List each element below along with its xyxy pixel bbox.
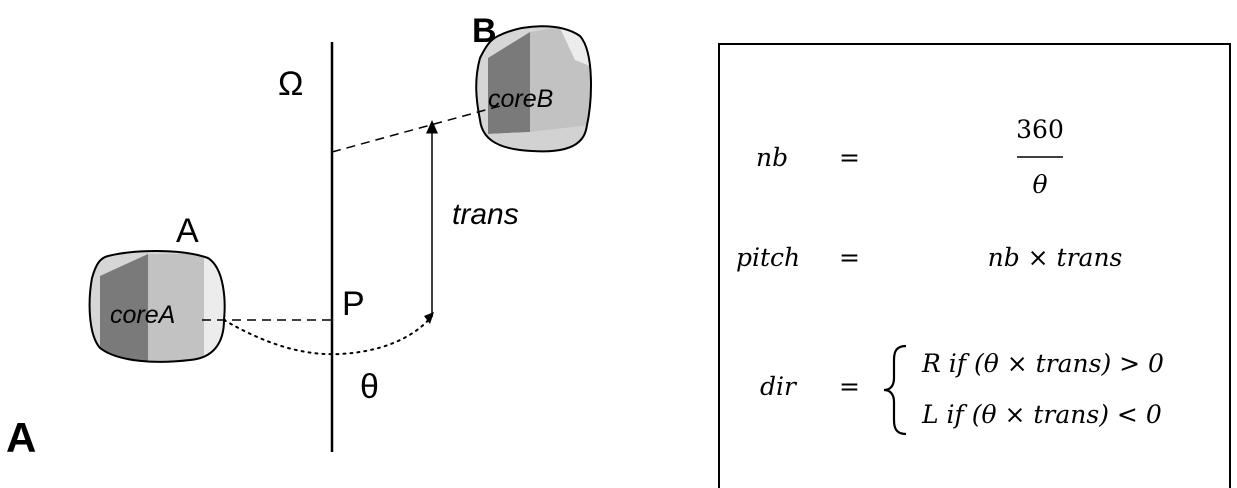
b-dashed-connector (331, 105, 501, 153)
eq-pitch-rhs: nb × trans (988, 243, 1123, 272)
eq-nb-lhs: nb (756, 143, 788, 172)
core-b-label: coreB (488, 85, 553, 113)
eq-dir-equals: = (839, 372, 860, 401)
theta-label: θ (360, 368, 379, 406)
block-a: coreA (88, 250, 226, 363)
equation-box-border (718, 43, 1231, 488)
block-a-label: A (176, 212, 199, 250)
rotation-arc-head (424, 312, 434, 324)
omega-label: Ω (278, 65, 303, 103)
eq-nb-numerator: 360 (1016, 115, 1064, 144)
core-a-label: coreA (110, 301, 175, 329)
eq-dir-case-right: R if (θ × trans) > 0 (921, 349, 1164, 378)
eq-nb-denominator: θ (1032, 170, 1047, 199)
block-b-outline (475, 25, 592, 153)
block-a-outline (88, 250, 226, 363)
panel-label: A (6, 414, 36, 461)
eq-dir-brace (883, 344, 907, 436)
eq-dir-case-left: L if (θ × trans) < 0 (921, 400, 1162, 429)
equation-box: nb = 360 θ pitch = nb × trans dir = R if… (718, 43, 1231, 488)
eq-pitch-lhs: pitch (736, 243, 800, 272)
eq-pitch-equals: = (839, 243, 860, 272)
trans-label: trans (452, 198, 519, 231)
block-b: coreB (475, 25, 592, 153)
eq-nb-equals: = (839, 143, 860, 172)
eq-dir-lhs: dir (760, 372, 798, 401)
rotation-arc (223, 315, 433, 356)
point-p-label: P (342, 285, 365, 323)
block-b-label: B (472, 12, 497, 50)
